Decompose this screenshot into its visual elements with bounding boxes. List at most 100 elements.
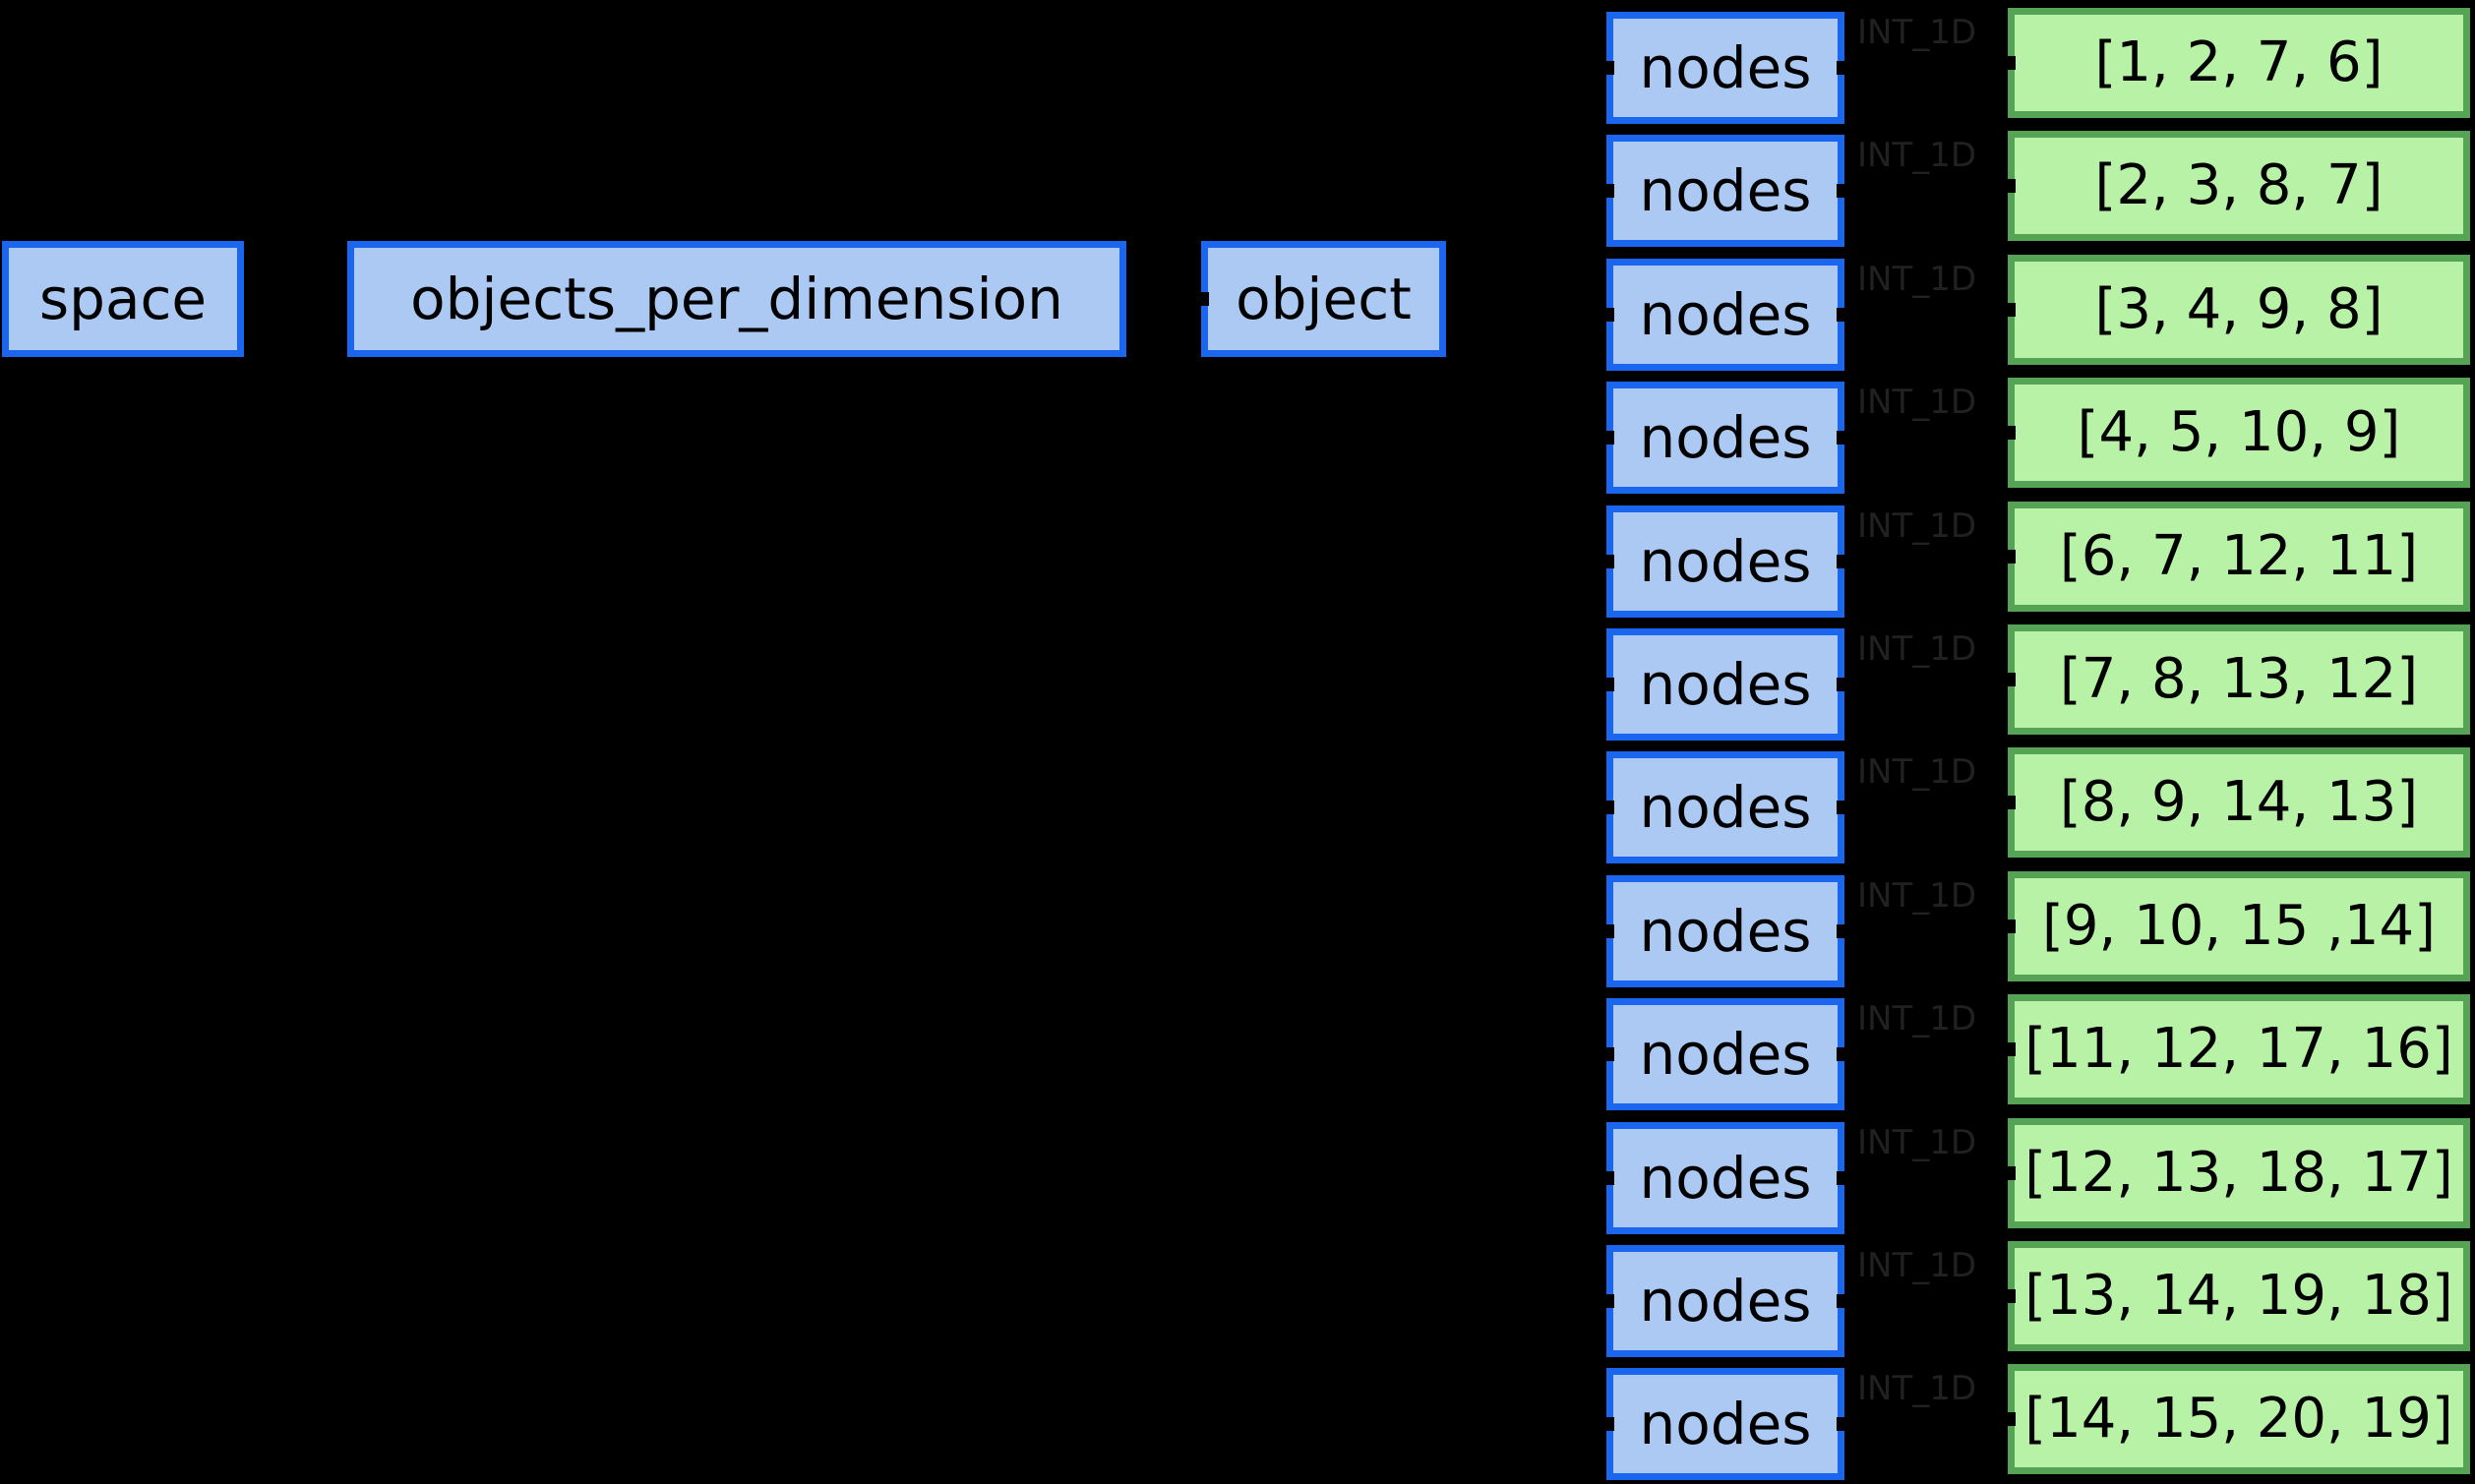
edge-arrowhead-mark (1199, 292, 1209, 306)
edge-tail-mark (1837, 1294, 1846, 1308)
edge-arrowhead-mark (1604, 554, 1614, 568)
nodes-box-label: nodes (1639, 1144, 1812, 1212)
space-node: space (2, 241, 244, 357)
edge-arrowhead-mark (1604, 1170, 1614, 1185)
edge-type-label: INT_1D (1857, 875, 1977, 916)
value-box: [6, 7, 12, 11] (2008, 501, 2470, 612)
nodes-box-label: nodes (1639, 651, 1812, 718)
edge-type-label: INT_1D (1857, 1369, 1977, 1409)
edge-tail-mark (1837, 184, 1846, 199)
object-node-label: object (1236, 266, 1412, 332)
nodes-box: nodes (1606, 1368, 1844, 1481)
value-box: [14, 15, 20, 19] (2008, 1364, 2470, 1475)
value-box-label: [14, 15, 20, 19] (2024, 1387, 2453, 1452)
edge-arrowhead-mark (2006, 302, 2016, 317)
edge-tail-mark (1837, 1047, 1846, 1062)
edge-arrowhead-mark (2006, 426, 2016, 441)
edge-tail-mark (1837, 1170, 1846, 1185)
nodes-box: nodes (1606, 382, 1844, 495)
edge-arrowhead-mark (1604, 801, 1614, 815)
edge-arrowhead-mark (1604, 431, 1614, 445)
edge-arrowhead-mark (2006, 56, 2016, 70)
edge-arrowhead-mark (2006, 179, 2016, 194)
value-box-label: [11, 12, 17, 16] (2024, 1017, 2453, 1082)
edge-arrowhead-mark (2006, 549, 2016, 564)
edge-arrowhead-mark (1604, 1417, 1614, 1432)
edge-tail-mark (1837, 554, 1846, 568)
edge-arrowhead-mark (1604, 1047, 1614, 1062)
edge-arrowhead-mark (2006, 1289, 2016, 1303)
edge-arrowhead-mark (1604, 307, 1614, 322)
value-box: [1, 2, 7, 6] (2008, 8, 2470, 118)
value-box-label: [2, 3, 8, 7] (2094, 153, 2384, 218)
edge-type-label: INT_1D (1857, 1122, 1977, 1162)
value-box: [3, 4, 9, 8] (2008, 254, 2470, 365)
nodes-box: nodes (1606, 874, 1844, 987)
value-box-label: [7, 8, 13, 12] (2059, 647, 2419, 711)
value-box-label: [4, 5, 10, 9] (2077, 400, 2401, 465)
value-box: [11, 12, 17, 16] (2008, 994, 2470, 1105)
value-box-label: [13, 14, 19, 18] (2024, 1264, 2453, 1328)
value-box: [9, 10, 15 ,14] (2008, 870, 2470, 981)
edge-arrowhead-mark (1604, 184, 1614, 199)
nodes-box: nodes (1606, 135, 1844, 248)
nodes-box: nodes (1606, 1121, 1844, 1234)
edge-tail-mark (1837, 678, 1846, 691)
value-box-label: [9, 10, 15 ,14] (2042, 893, 2436, 958)
nodes-box-label: nodes (1639, 1021, 1812, 1089)
edge-arrowhead-mark (2006, 1042, 2016, 1057)
value-box-label: [12, 13, 18, 17] (2024, 1140, 2453, 1205)
edge-type-label: INT_1D (1857, 136, 1977, 176)
edge-tail-mark (1837, 307, 1846, 322)
edge-type-label: INT_1D (1857, 629, 1977, 669)
edge-type-label: INT_1D (1857, 259, 1977, 299)
edge-arrowhead-mark (2006, 796, 2016, 810)
value-box: [13, 14, 19, 18] (2008, 1241, 2470, 1351)
value-box-label: [8, 9, 14, 13] (2059, 770, 2419, 835)
edge-tail-mark (1837, 431, 1846, 445)
value-box-label: [3, 4, 9, 8] (2094, 276, 2384, 341)
nodes-box-label: nodes (1639, 897, 1812, 965)
edge-tail-mark (1837, 801, 1846, 815)
edge-type-label: INT_1D (1857, 383, 1977, 423)
edge-type-label: INT_1D (1857, 752, 1977, 793)
edge-arrowhead-mark (2006, 673, 2016, 686)
edge-arrowhead-mark (2006, 919, 2016, 933)
nodes-box-label: nodes (1639, 280, 1812, 348)
value-box: [8, 9, 14, 13] (2008, 747, 2470, 859)
nodes-box-label: nodes (1639, 774, 1812, 842)
nodes-box-label: nodes (1639, 404, 1812, 472)
edge-arrowhead-mark (2006, 1412, 2016, 1427)
edge-arrowhead-mark (1604, 61, 1614, 75)
nodes-box-label: nodes (1639, 34, 1812, 101)
edge-type-label: INT_1D (1857, 999, 1977, 1039)
nodes-box: nodes (1606, 12, 1844, 124)
nodes-box-label: nodes (1639, 1391, 1812, 1458)
nodes-box: nodes (1606, 628, 1844, 741)
edge-tail-mark (1837, 61, 1846, 75)
value-box: [7, 8, 13, 12] (2008, 624, 2470, 735)
nodes-box-label: nodes (1639, 157, 1812, 225)
nodes-box-label: nodes (1639, 1268, 1812, 1335)
nodes-box: nodes (1606, 751, 1844, 864)
edge-arrowhead-mark (1604, 1294, 1614, 1308)
value-box: [2, 3, 8, 7] (2008, 131, 2470, 242)
value-box: [12, 13, 18, 17] (2008, 1117, 2470, 1228)
nodes-box: nodes (1606, 505, 1844, 618)
value-box-label: [6, 7, 12, 11] (2059, 523, 2419, 588)
edge-type-label: INT_1D (1857, 1246, 1977, 1285)
edge-type-label: INT_1D (1857, 13, 1977, 52)
space-node-label: space (38, 266, 208, 332)
nodes-box: nodes (1606, 1245, 1844, 1357)
objects-per-dimension-node: objects_per_dimension (347, 241, 1126, 357)
nodes-box: nodes (1606, 258, 1844, 371)
nodes-box-label: nodes (1639, 527, 1812, 595)
edge-tail-mark (1837, 923, 1846, 938)
edge-arrowhead-mark (2006, 1165, 2016, 1180)
edge-tail-mark (1837, 1417, 1846, 1432)
value-box: [4, 5, 10, 9] (2008, 378, 2470, 489)
object-node: object (1201, 241, 1446, 357)
edge-type-label: INT_1D (1857, 505, 1977, 546)
edge-arrowhead-mark (1604, 923, 1614, 938)
